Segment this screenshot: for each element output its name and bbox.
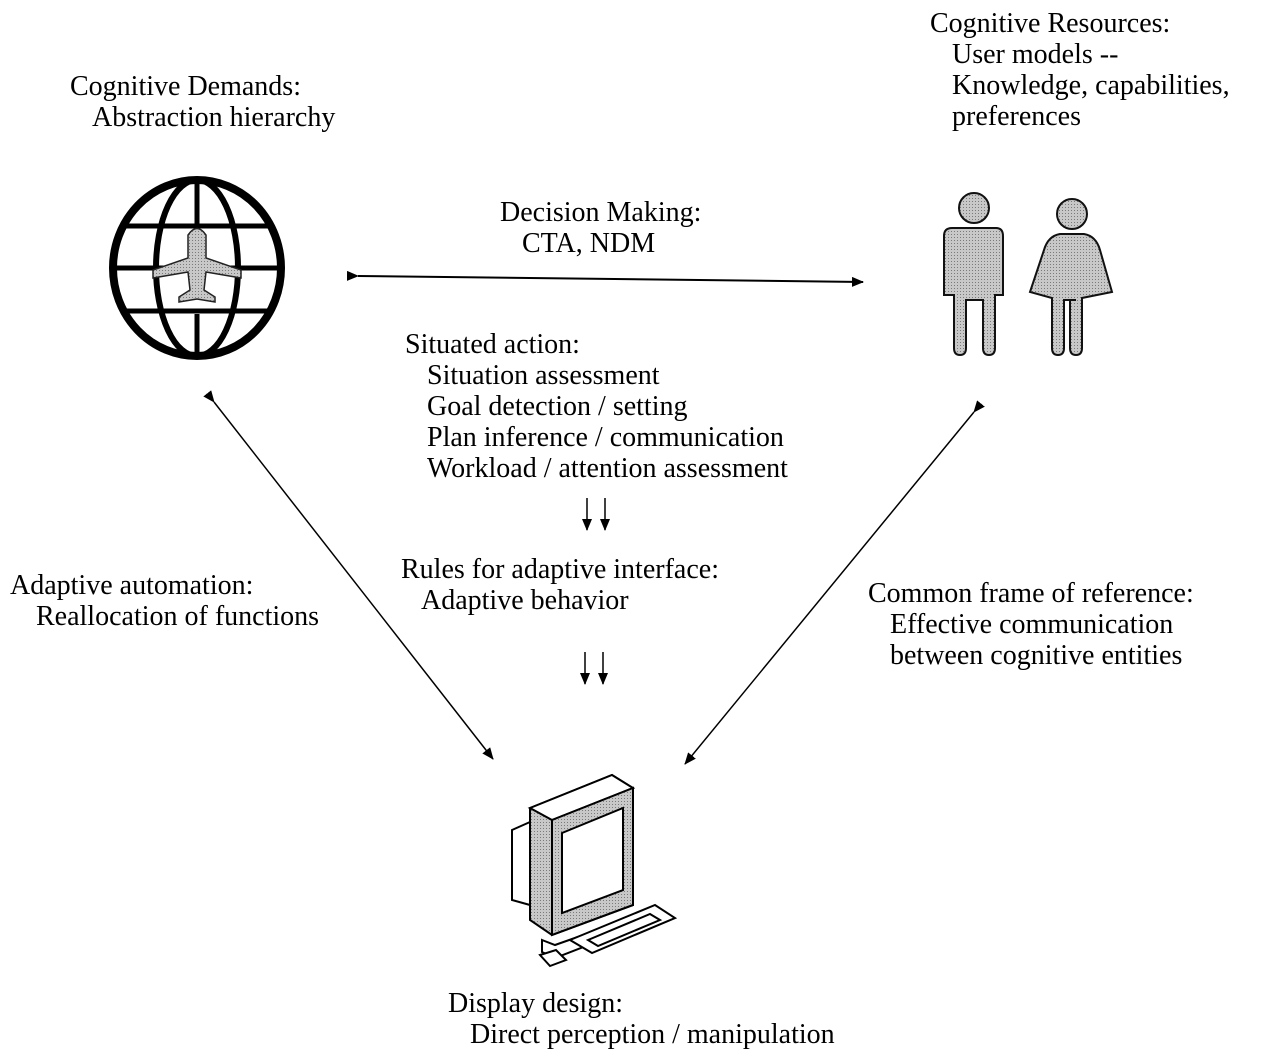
double-down-arrow-1 xyxy=(582,498,610,531)
double-down-arrow-2 xyxy=(580,652,608,685)
display-design-title: Display design: xyxy=(448,988,623,1019)
computer-icon xyxy=(511,773,678,968)
cognitive-resources-line: Knowledge, capabilities, xyxy=(952,70,1230,101)
situated-action-item: Goal detection / setting xyxy=(427,391,688,422)
common-frame-label: Common frame of reference: Effective com… xyxy=(868,578,1194,671)
situated-action-label: Situated action: Situation assessment Go… xyxy=(405,329,788,484)
decision-making-sub: CTA, NDM xyxy=(522,228,656,259)
woman-icon xyxy=(1028,198,1114,357)
cognitive-demands-sub: Abstraction hierarchy xyxy=(92,102,336,133)
man-icon xyxy=(943,192,1004,357)
situated-action-item: Plan inference / communication xyxy=(427,422,784,453)
situated-action-title: Situated action: xyxy=(405,329,580,360)
rules-label: Rules for adaptive interface: Adaptive b… xyxy=(401,554,719,616)
adaptive-automation-label: Adaptive automation: Reallocation of fun… xyxy=(10,570,319,632)
cognitive-demands-label: Cognitive Demands: Abstraction hierarchy xyxy=(70,71,335,133)
arrow-demands-display xyxy=(203,390,494,760)
cognitive-resources-title: Cognitive Resources: xyxy=(930,8,1171,39)
globe-airplane-icon xyxy=(109,176,285,360)
decision-making-label: Decision Making: CTA, NDM xyxy=(500,197,701,259)
arrow-resources-display xyxy=(684,400,985,765)
cognitive-resources-line: User models -- xyxy=(952,39,1119,70)
situated-action-item: Workload / attention assessment xyxy=(427,453,788,484)
common-frame-line: between cognitive entities xyxy=(890,640,1183,671)
common-frame-title: Common frame of reference: xyxy=(868,578,1194,609)
rules-title: Rules for adaptive interface: xyxy=(401,554,719,585)
cognitive-resources-label: Cognitive Resources: User models -- Know… xyxy=(930,8,1230,132)
decision-making-title: Decision Making: xyxy=(500,197,702,228)
display-design-label: Display design: Direct perception / mani… xyxy=(448,988,835,1050)
common-frame-line: Effective communication xyxy=(890,609,1174,640)
adaptive-automation-title: Adaptive automation: xyxy=(10,570,254,601)
rules-sub: Adaptive behavior xyxy=(421,585,629,616)
arrow-demands-resources xyxy=(346,270,864,287)
cognitive-demands-title: Cognitive Demands: xyxy=(70,71,301,102)
display-design-sub: Direct perception / manipulation xyxy=(470,1019,835,1050)
cognitive-resources-line: preferences xyxy=(952,101,1082,132)
situated-action-item: Situation assessment xyxy=(427,360,660,391)
adaptive-automation-sub: Reallocation of functions xyxy=(36,601,320,632)
